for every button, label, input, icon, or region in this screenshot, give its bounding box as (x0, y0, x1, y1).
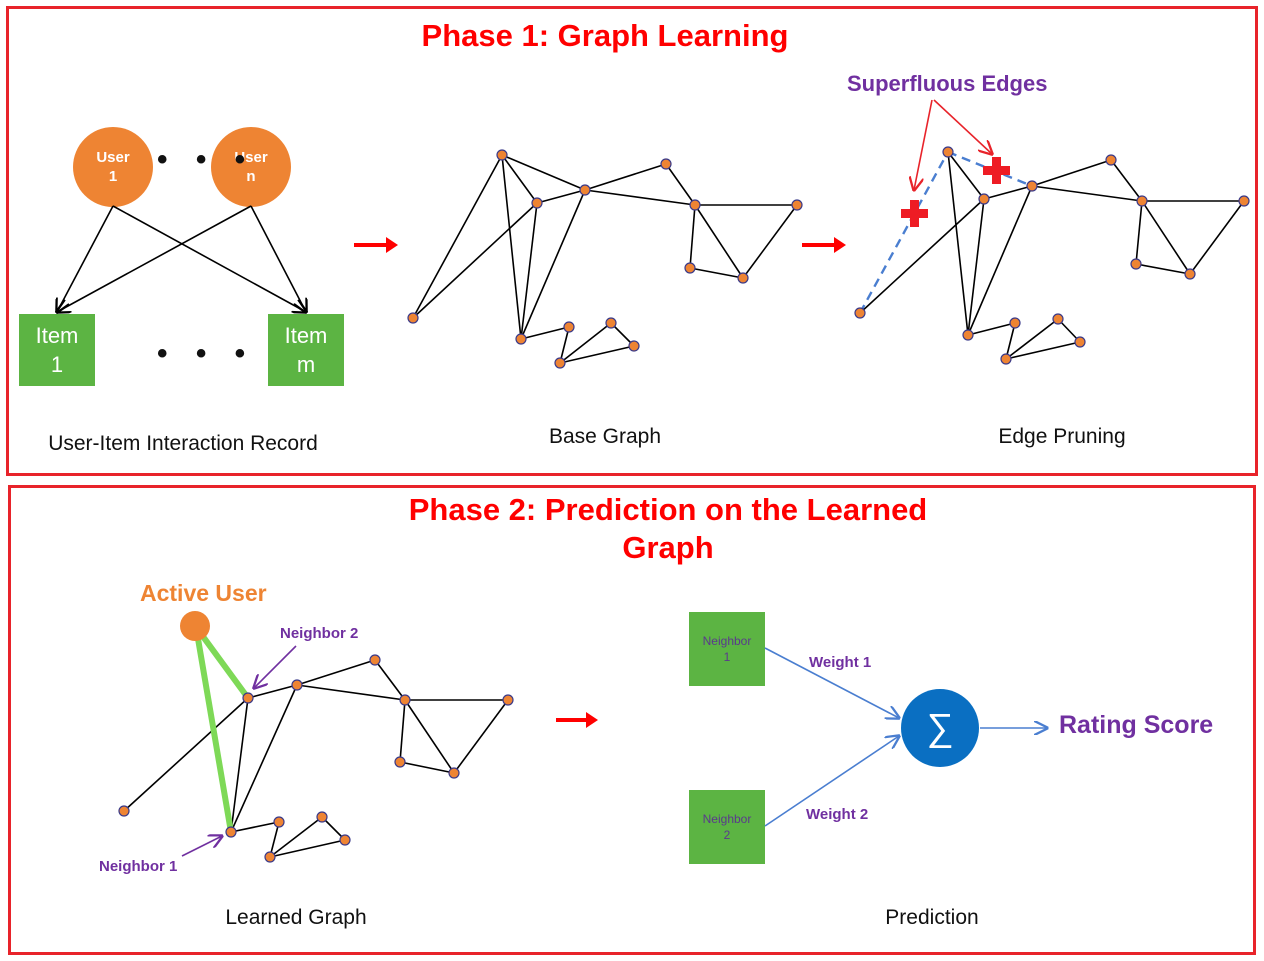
item-1-node: Item 1 (19, 314, 95, 386)
learned-graph-caption: Learned Graph (225, 906, 367, 929)
edge-pruning-caption: Edge Pruning (998, 425, 1126, 448)
neighbor-2-box: Neighbor 2 (689, 790, 765, 864)
neighbor-2-box-index: 2 (723, 828, 731, 842)
user-n-label: User (234, 149, 268, 166)
superfluous-edge-1 (858, 151, 950, 314)
phase2-title-line2: Graph (622, 530, 714, 565)
neighbor-1-box: Neighbor 1 (689, 612, 765, 686)
user-ellipsis: • • • (157, 143, 256, 176)
item-1-label: Item (35, 323, 79, 348)
superfluous-pointer-2 (933, 99, 992, 154)
prediction-caption: Prediction (885, 906, 979, 929)
neighbor-2-box-label: Neighbor (702, 812, 752, 826)
user-1-index: 1 (108, 168, 118, 185)
user-n-index: n (246, 168, 256, 185)
phase-arrows (354, 237, 846, 728)
item-m-node: Item m (268, 314, 344, 386)
neighbor2-pointer (254, 645, 297, 688)
user-1-node: User 1 (73, 127, 153, 207)
prediction-arrows (764, 647, 1047, 827)
prune-cross-1 (901, 200, 928, 227)
neighbor-2-label: Neighbor 2 (280, 625, 359, 642)
user-1-label: User (96, 149, 130, 166)
learned-graph (118, 611, 514, 863)
transition-arrow-2 (802, 237, 846, 253)
neighbor-1-box-label: Neighbor (702, 634, 752, 648)
pruning-graph (854, 99, 1250, 365)
base-graph (407, 149, 803, 369)
interaction-edges (57, 205, 306, 312)
rating-score-label: Rating Score (1059, 711, 1214, 739)
weight1-arrow (764, 647, 899, 718)
edge-user1-item1 (57, 205, 114, 312)
active-user-node (180, 611, 210, 641)
prune-cross-marks (901, 157, 1010, 227)
neighbor1-pointer (181, 836, 222, 857)
transition-arrow-3 (556, 712, 598, 728)
edge-user1-itemm (112, 205, 306, 312)
transition-arrow-1 (354, 237, 398, 253)
phase1-panel (6, 6, 1258, 476)
phase2-panel (8, 485, 1256, 955)
phase1-title: Phase 1: Graph Learning (421, 18, 789, 53)
weight-2-label: Weight 2 (806, 806, 869, 823)
neighbor-1-label: Neighbor 1 (99, 858, 178, 875)
item-m-index: m (296, 352, 316, 377)
base-graph-caption: Base Graph (548, 425, 662, 448)
active-edge-neighbor2 (193, 624, 251, 701)
edge-usern-itemm (250, 205, 306, 312)
weight2-arrow (764, 736, 899, 827)
active-user-label: Active User (140, 580, 267, 606)
interaction-record-caption: User-Item Interaction Record (48, 432, 318, 455)
prune-cross-2 (983, 157, 1010, 184)
superfluous-pointer-1 (914, 99, 933, 190)
superfluous-edges-label: Superfluous Edges (847, 71, 1048, 96)
item-ellipsis: • • • (157, 337, 256, 370)
sum-node: ∑ (901, 689, 979, 767)
item-m-label: Item (284, 323, 328, 348)
active-edge-neighbor1 (193, 624, 234, 835)
neighbor-1-box-index: 1 (723, 650, 731, 664)
item-1-index: 1 (50, 352, 64, 377)
phase2-title-line1: Phase 2: Prediction on the Learned (408, 492, 928, 527)
user-n-node: User n (211, 127, 291, 207)
edge-usern-item1 (57, 205, 252, 312)
weight-1-label: Weight 1 (809, 654, 872, 671)
